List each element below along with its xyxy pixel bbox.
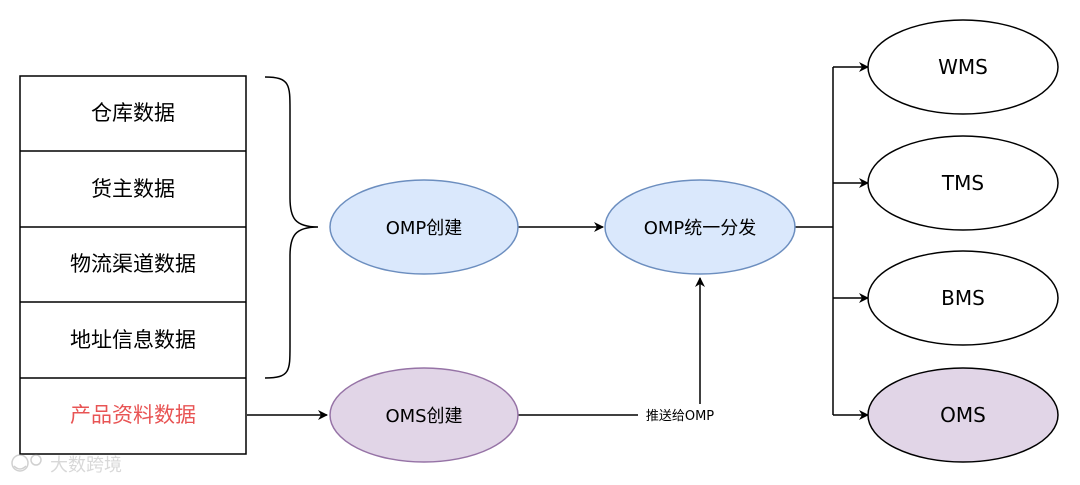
data-table: 仓库数据 货主数据 物流渠道数据 地址信息数据 产品资料数据 (19, 75, 247, 455)
edge-oms-create-to-dispatch (518, 277, 705, 416)
target-wms-label: WMS (938, 55, 988, 79)
oms-create-node (329, 367, 519, 463)
table-row-owner: 货主数据 (91, 177, 175, 201)
data-table-border (19, 75, 247, 455)
target-tms-label: TMS (941, 171, 984, 195)
table-row-logistics-channel: 物流渠道数据 (70, 252, 196, 276)
watermark-logo-icon (11, 454, 42, 472)
omp-dispatch-label: OMP统一分发 (644, 218, 757, 239)
omp-create-label: OMP创建 (386, 218, 463, 239)
edge-label-push-to-omp: 推送给OMP (646, 409, 714, 424)
omp-create-node (329, 179, 519, 275)
target-oms-node (867, 367, 1059, 463)
target-wms-node (867, 19, 1059, 115)
table-row-warehouse: 仓库数据 (91, 101, 175, 125)
table-row-product: 产品资料数据 (70, 403, 196, 427)
target-bms-node (867, 250, 1059, 346)
target-bms-label: BMS (941, 286, 985, 310)
oms-create-label: OMS创建 (385, 406, 462, 427)
edge-label-bg (638, 404, 722, 426)
fan-out-connectors (795, 62, 869, 420)
grouping-brace (264, 76, 319, 379)
target-oms-label: OMS (940, 403, 986, 427)
table-row-address: 地址信息数据 (70, 328, 196, 352)
watermark: 大数跨境 (11, 454, 122, 476)
watermark-text: 大数跨境 (50, 455, 122, 476)
omp-dispatch-node (604, 179, 796, 275)
target-tms-node (867, 135, 1059, 231)
